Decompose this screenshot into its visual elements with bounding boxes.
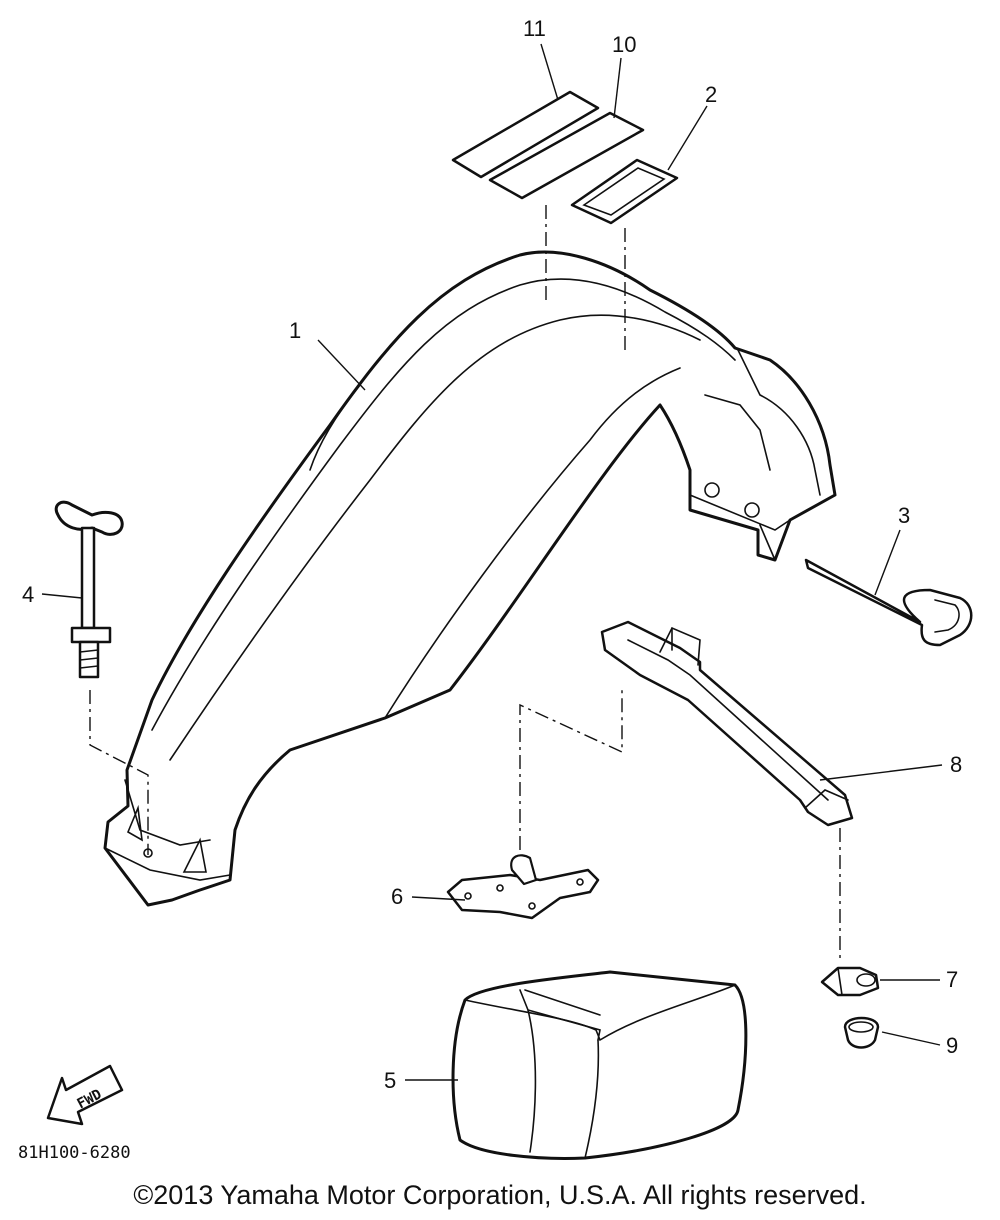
cover-part-5 <box>451 970 748 1160</box>
fwd-arrow-icon: FWD <box>46 1064 124 1126</box>
label-9: 9 <box>946 1033 958 1058</box>
label-8: 8 <box>950 752 962 777</box>
label-5: 5 <box>384 1068 396 1093</box>
grommet-part-9 <box>843 1016 880 1049</box>
rod-part-3 <box>804 558 973 647</box>
label-3: 3 <box>898 503 910 528</box>
drawing-code: 81H100-6280 <box>18 1143 131 1163</box>
label-2: 2 <box>705 82 717 107</box>
label-11: 11 <box>523 16 546 41</box>
clip-part-7 <box>820 966 880 997</box>
decal-2 <box>570 158 679 225</box>
assembly-lines <box>89 205 841 960</box>
label-4: 4 <box>22 582 34 607</box>
label-6: 6 <box>391 884 403 909</box>
stay-part-8 <box>600 620 854 827</box>
wing-bolt-part-4 <box>54 500 124 679</box>
fender-part-1 <box>103 250 837 907</box>
label-7: 7 <box>946 967 958 992</box>
label-1: 1 <box>289 318 301 343</box>
label-10: 10 <box>612 32 636 57</box>
decal-10 <box>488 111 645 200</box>
copyright-notice: ©2013 Yamaha Motor Corporation, U.S.A. A… <box>133 1180 867 1210</box>
leader-lines <box>41 43 943 1081</box>
decal-11 <box>451 90 600 179</box>
plate-part-6 <box>446 854 600 920</box>
